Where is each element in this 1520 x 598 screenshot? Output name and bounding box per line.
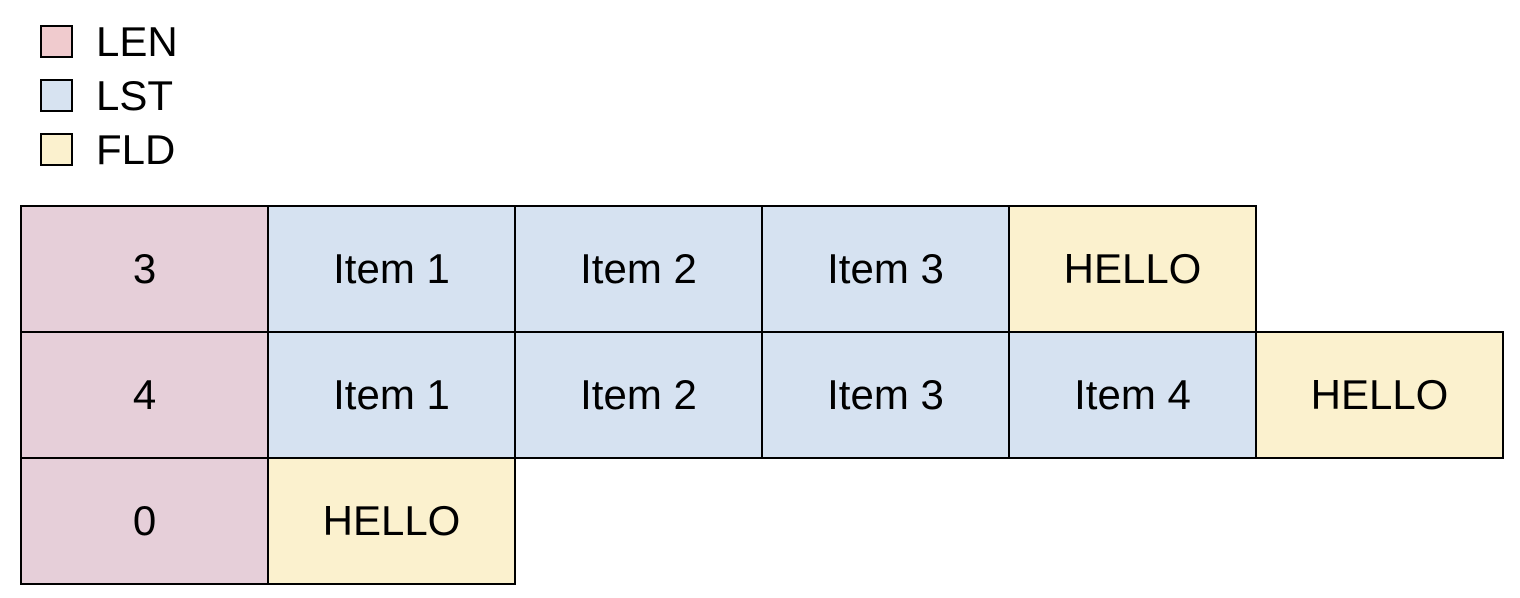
len-color-swatch bbox=[40, 25, 73, 58]
legend-item-fld: FLD bbox=[40, 126, 178, 173]
cell-lst: Item 1 bbox=[267, 331, 516, 459]
cell-lst: Item 4 bbox=[1008, 331, 1257, 459]
cell-lst: Item 2 bbox=[514, 331, 763, 459]
cell-lst: Item 2 bbox=[514, 205, 763, 333]
legend-label-lst: LST bbox=[96, 72, 174, 119]
cell-lst: Item 1 bbox=[267, 205, 516, 333]
legend-item-lst: LST bbox=[40, 72, 178, 119]
cell-lst: Item 3 bbox=[761, 205, 1010, 333]
cell-fld: HELLO bbox=[1008, 205, 1257, 333]
cell-len: 3 bbox=[20, 205, 269, 333]
cell-fld: HELLO bbox=[267, 457, 516, 585]
cell-lst: Item 3 bbox=[761, 331, 1010, 459]
cell-fld: HELLO bbox=[1255, 331, 1504, 459]
lst-color-swatch bbox=[40, 79, 73, 112]
fld-color-swatch bbox=[40, 133, 73, 166]
legend-label-fld: FLD bbox=[96, 126, 176, 173]
cell-len: 0 bbox=[20, 457, 269, 585]
legend: LEN LST FLD bbox=[40, 18, 178, 187]
legend-item-len: LEN bbox=[40, 18, 178, 65]
cell-len: 4 bbox=[20, 331, 269, 459]
legend-label-len: LEN bbox=[96, 18, 178, 65]
